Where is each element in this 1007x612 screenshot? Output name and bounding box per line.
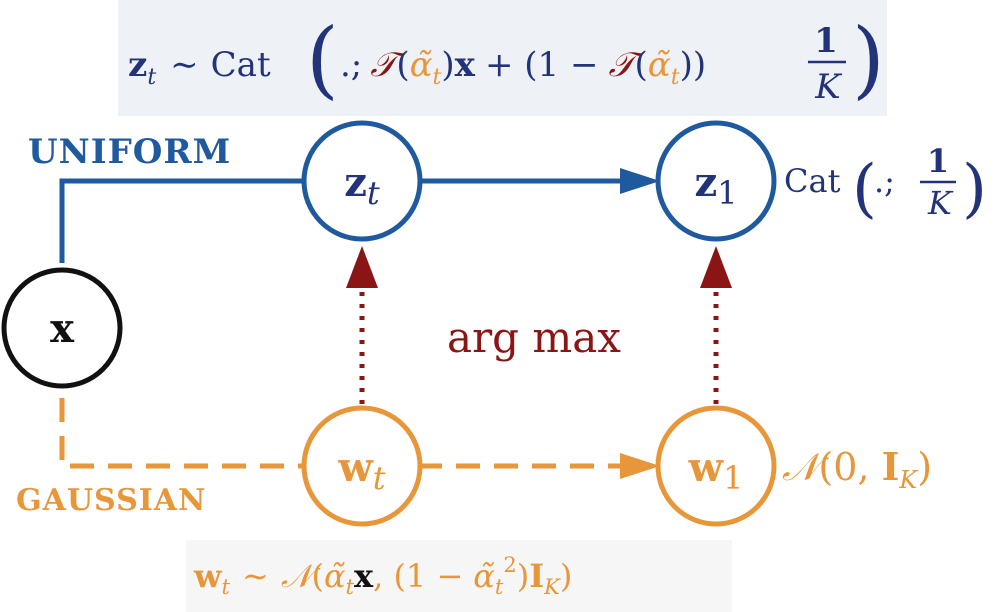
node-zt-circle (301, 120, 423, 242)
top-formula-paren2-close: )) (680, 45, 707, 85)
bottom-formula-alpha2: α̃ (473, 557, 495, 595)
node-w1-sub: 1 (723, 459, 743, 497)
node-w1: w1 (655, 405, 777, 527)
bottom-formula-alpha-sub: t (346, 575, 355, 599)
bottom-formula-x: x (354, 557, 374, 595)
bottom-formula-w: w (193, 557, 223, 595)
svg-text:𝒩(0, IK): 𝒩(0, IK) (782, 444, 932, 494)
argmax-arrowhead-zt (346, 246, 378, 288)
top-formula: zt∼Cat ( .;𝒯(α̃t)x+ (1 −𝒯(α̃t)) 1 K ) (128, 10, 885, 108)
svg-text:wt: wt (337, 444, 385, 497)
top-formula-alpha2-sub: t (671, 65, 680, 90)
svg-text:zt: zt (344, 159, 380, 212)
svg-text:w1: w1 (688, 444, 744, 497)
prior-cat-arg: .; (874, 162, 895, 200)
bottom-formula: wt∼𝒩(α̃tx, (1 −α̃t2)IK) (193, 553, 572, 599)
uniform-arrowhead (620, 168, 660, 194)
argmax-arrowhead-z1 (700, 246, 732, 288)
top-formula-z-sub: t (147, 65, 156, 90)
bottom-formula-alpha2-sup: 2 (503, 553, 516, 577)
node-wt-main: w (337, 444, 374, 491)
bottom-formula-mid: , (1 − (373, 557, 463, 595)
top-formula-frac-num: 1 (814, 21, 838, 61)
uniform-label: UNIFORM (28, 132, 231, 172)
prior-cat-lparen: ( (852, 152, 877, 226)
prior-gauss-I-sub: K (898, 466, 919, 494)
top-formula-lparen: ( (306, 10, 339, 108)
bottom-formula-panel (186, 540, 732, 612)
node-z1: z1 (655, 120, 777, 242)
prior-cat-frac-num: 1 (927, 142, 949, 180)
top-formula-cat: Cat (211, 45, 271, 85)
top-formula-panel (118, 0, 887, 116)
top-formula-alpha2: α̃ (648, 45, 671, 85)
prior-gauss-I: I (882, 444, 900, 489)
bottom-formula-I: I (529, 557, 544, 595)
prior-gauss-formula: 𝒩(0, IK) (782, 444, 932, 494)
prior-cat-formula: Cat ( .; 1 K ) (784, 142, 987, 226)
prior-cat-word: Cat (784, 162, 841, 200)
node-x-circle (1, 267, 123, 389)
prior-gauss-open: (0, (818, 445, 881, 489)
prior-cat-frac-den: K (927, 184, 954, 222)
node-w1-circle (655, 405, 777, 527)
bottom-formula-open: ( (311, 557, 323, 595)
top-formula-plus: + (1 − (485, 45, 599, 85)
top-formula-paren1-close: ) (441, 45, 454, 85)
node-wt: wt (301, 405, 423, 527)
bottom-formula-sim: ∼ (242, 557, 269, 595)
node-zt-sub: t (367, 174, 380, 212)
top-formula-alpha1: α̃ (410, 45, 433, 85)
svg-text:wt∼𝒩(α̃tx, (1 −α̃t2)IK): wt∼𝒩(α̃tx, (1 −α̃t2)IK) (193, 553, 572, 599)
svg-text:zt∼Cat: zt ∼ Cat (128, 45, 271, 90)
bottom-formula-close-paren: ) (517, 557, 529, 595)
node-w1-main: w (688, 444, 725, 491)
prior-gauss-close: ) (917, 445, 932, 489)
prior-cat-rparen: ) (962, 152, 987, 226)
svg-text:.;𝒯(α̃t)x+ (1 −𝒯(α̃t)): .;𝒯(α̃t)x+ (1 −𝒯(α̃t)) (340, 45, 706, 90)
node-z1-main: z (694, 159, 717, 206)
bottom-formula-alpha2-sub: t (495, 575, 504, 599)
node-zt: zt (301, 120, 423, 242)
top-formula-x: x (455, 45, 476, 85)
node-z1-circle (655, 120, 777, 242)
node-z1-sub: 1 (717, 174, 737, 212)
bottom-formula-w-sub: t (222, 575, 231, 599)
top-formula-rparen: ) (852, 10, 885, 108)
top-formula-sim: ∼ (170, 45, 199, 85)
bottom-formula-I-sub: K (543, 575, 561, 599)
top-formula-z: z (128, 45, 147, 85)
top-formula-frac-den: K (814, 67, 843, 107)
top-formula-paren1-open: ( (396, 45, 409, 85)
gaussian-arrowhead (620, 453, 660, 479)
top-formula-alpha1-sub: t (433, 65, 442, 90)
svg-text:z1: z1 (694, 159, 737, 212)
gaussian-edge-x-to-wt (59, 398, 304, 469)
node-x-label: x (50, 305, 75, 352)
top-formula-arg: .; (340, 45, 362, 85)
bottom-formula-alpha: α̃ (324, 557, 346, 595)
node-zt-main: z (344, 159, 367, 206)
uniform-edge-x-to-zt (59, 178, 304, 263)
node-wt-circle (301, 405, 423, 527)
gaussian-label: GAUSSIAN (16, 483, 206, 518)
node-x: x (1, 267, 123, 389)
bottom-formula-end: ) (560, 557, 572, 595)
top-formula-paren2-open: ( (634, 45, 647, 85)
argmax-label: arg max (447, 313, 621, 362)
node-wt-sub: t (373, 459, 386, 497)
